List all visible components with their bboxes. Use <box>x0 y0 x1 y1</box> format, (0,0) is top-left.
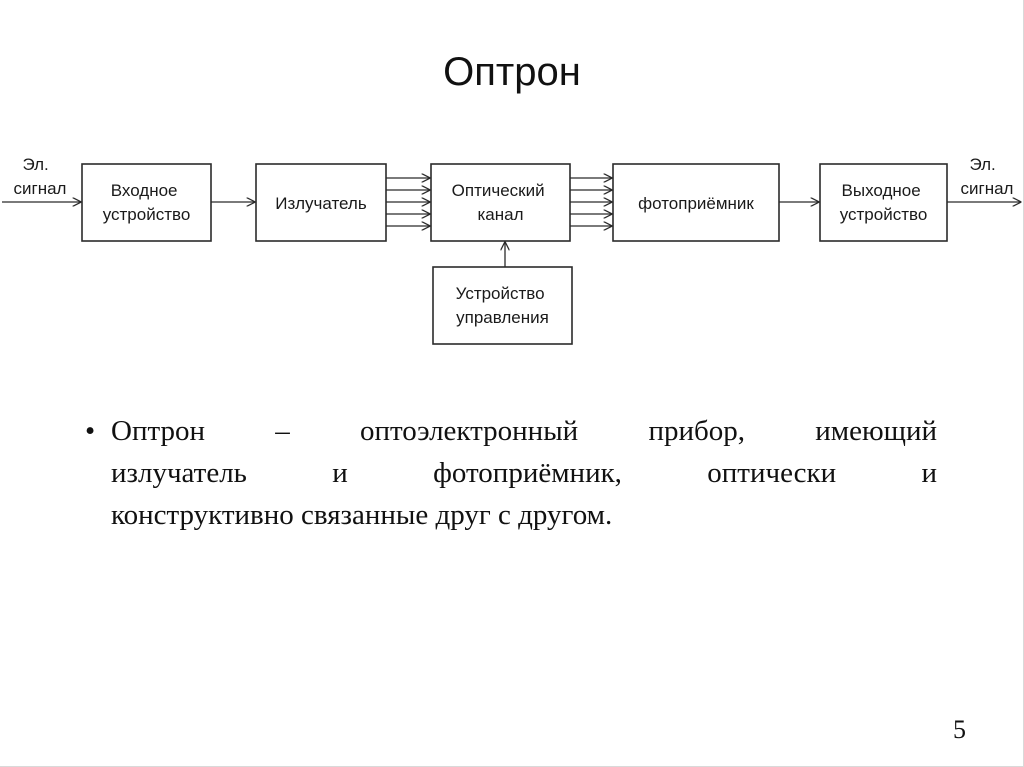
page-number: 5 <box>953 715 966 744</box>
block-optical-channel: Оптический канал <box>430 163 571 242</box>
block-input-device-label: Входное устройство <box>103 181 191 224</box>
definition-word: имеющий <box>815 415 937 447</box>
block-optical-channel-label: Оптический канал <box>452 181 550 224</box>
bullet-marker: • <box>85 415 96 447</box>
definition-line-3: конструктивно связанные друг с другом. <box>111 499 613 531</box>
block-output-device-line1: Выходное <box>842 181 921 200</box>
block-optical-channel-line1: Оптический <box>452 181 545 200</box>
definition-word: излучатель <box>111 457 247 489</box>
input-signal-label: Эл. сигнал <box>14 155 67 198</box>
block-emitter-label: Излучатель <box>275 194 367 213</box>
arrows-optical-channel-to-photodetector <box>570 178 612 226</box>
definition-word: оптически <box>707 457 837 489</box>
block-control-device-line2: управления <box>456 308 549 327</box>
block-emitter-frame <box>255 163 387 242</box>
block-control-device-line1: Устройство <box>456 284 545 303</box>
definition-word: и <box>921 457 937 489</box>
definition-word: и <box>332 457 348 489</box>
definition-text: Оптрон – оптоэлектронный прибор, имеющий… <box>111 410 937 536</box>
definition-bullet: • Оптрон – оптоэлектронный прибор, имеющ… <box>85 410 937 536</box>
definition-word: Оптрон <box>111 415 206 447</box>
block-control-device-label: Устройство управления <box>456 284 550 327</box>
definition-word: – <box>275 415 290 447</box>
input-signal-label-line1: Эл. <box>22 155 48 174</box>
definition-word: прибор, <box>648 415 745 447</box>
block-input-device-line2: устройство <box>103 205 191 224</box>
block-input-device: Входное устройство <box>81 163 212 242</box>
block-photodetector-label: фотоприёмник <box>638 194 754 213</box>
block-input-device-line1: Входное <box>111 181 178 200</box>
definition-line-2: излучатель и фотоприёмник, оптически и <box>111 452 937 494</box>
block-control-device: Устройство управления <box>432 266 573 345</box>
slide-title: Оптрон <box>443 50 581 94</box>
output-signal-label-line1: Эл. <box>969 155 995 174</box>
arrows-emitter-to-optical-channel <box>386 178 430 226</box>
block-input-device-frame <box>81 163 212 242</box>
block-output-device-frame <box>819 163 948 242</box>
block-photodetector: фотоприёмник <box>612 163 780 242</box>
block-output-device-label: Выходное устройство <box>840 181 928 224</box>
definition-line-1: Оптрон – оптоэлектронный прибор, имеющий <box>111 410 937 452</box>
definition-word: оптоэлектронный <box>359 415 579 447</box>
block-emitter: Излучатель <box>255 163 387 242</box>
definition-word: фотоприёмник, <box>433 457 622 489</box>
output-signal-label-line2: сигнал <box>961 179 1014 198</box>
input-signal-label-line2: сигнал <box>14 179 67 198</box>
block-optical-channel-line2: канал <box>477 205 523 224</box>
block-output-device: Выходное устройство <box>819 163 948 242</box>
output-signal-label: Эл. сигнал <box>961 155 1014 198</box>
block-output-device-line2: устройство <box>840 205 928 224</box>
block-control-device-frame <box>432 266 573 345</box>
block-optical-channel-frame <box>430 163 571 242</box>
